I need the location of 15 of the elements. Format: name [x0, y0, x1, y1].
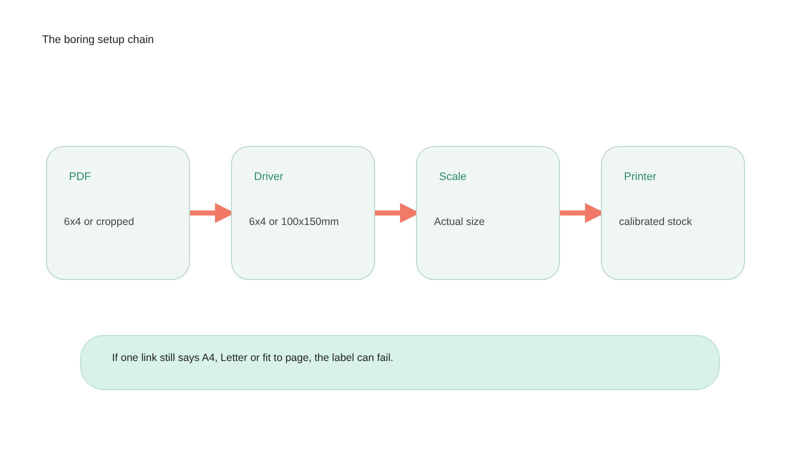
- step-title: PDF: [69, 171, 91, 183]
- step-title: Scale: [439, 171, 467, 183]
- note-banner: [80, 335, 720, 390]
- step-description: 6x4 or 100x150mm: [249, 216, 339, 228]
- step-title: Driver: [254, 171, 284, 183]
- step-description: 6x4 or cropped: [64, 216, 134, 228]
- note-text: If one link still says A4, Letter or fit to page, the label can fail.: [112, 352, 394, 364]
- step-title: Printer: [624, 171, 656, 183]
- step-card: [601, 146, 745, 280]
- diagram-title: The boring setup chain: [42, 34, 154, 46]
- step-card: [46, 146, 190, 280]
- step-description: Actual size: [434, 216, 485, 228]
- step-card: [416, 146, 560, 280]
- step-card: [231, 146, 375, 280]
- step-description: calibrated stock: [619, 216, 692, 228]
